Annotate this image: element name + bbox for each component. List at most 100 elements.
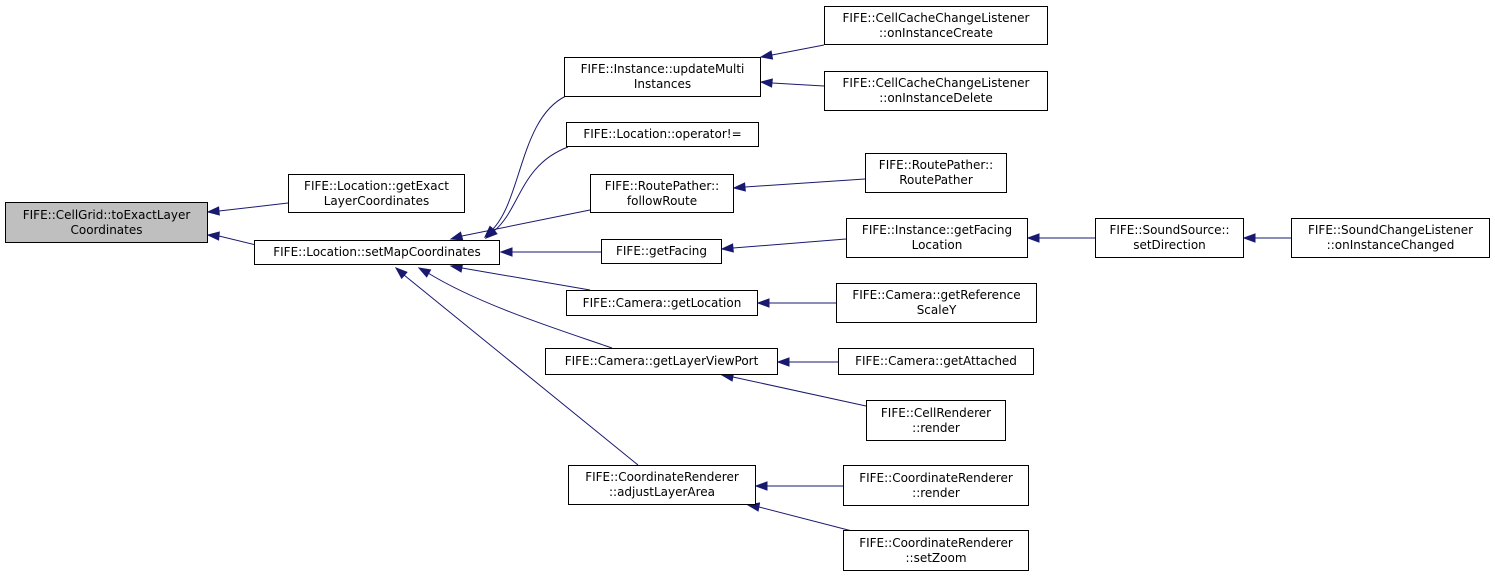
edge-setmap-to-root: [206, 231, 257, 246]
edge-follow-to-setmap: [449, 209, 591, 241]
node-label-line: FIFE::CoordinateRenderer: [585, 470, 739, 484]
node-label-line: ::onInstanceChanged: [1326, 238, 1455, 252]
node-label-line: ::onInstanceDelete: [879, 91, 993, 105]
node-camera-getlayerviewport[interactable]: FIFE::Camera::getLayerViewPort: [545, 348, 778, 375]
node-label-line: Location: [911, 238, 963, 252]
node-label-line: Coordinates: [70, 222, 143, 237]
node-cellcachechangelistener-oninstancecreate[interactable]: FIFE::CellCacheChangeListener ::onInstan…: [824, 6, 1048, 45]
edge-rpctor-to-follow: [732, 178, 866, 192]
node-label-line: FIFE::Location::operator!=: [583, 127, 742, 141]
node-label-line: followRoute: [626, 193, 698, 208]
node-label-line: Instances: [633, 77, 692, 91]
node-instance-getfacinglocation[interactable]: FIFE::Instance::getFacing Location: [846, 218, 1028, 258]
node-coordinaterenderer-adjustlayerarea[interactable]: FIFE::CoordinateRenderer ::adjustLayerAr…: [568, 465, 756, 505]
node-label-line: FIFE::Camera::getLayerViewPort: [564, 354, 759, 368]
edge-opne-to-setmap: [484, 146, 569, 239]
node-label-line: FIFE::Location::setMapCoordinates: [273, 245, 481, 259]
node-label-line: RoutePather: [899, 173, 973, 187]
edge-ccccreate-to-updmulti-line: [771, 44, 825, 56]
node-routepather-followroute[interactable]: FIFE::RoutePather:: followRoute: [590, 174, 734, 213]
edge-ccccreate-to-updmulti-arrowhead: [759, 50, 774, 60]
node-label-line: FIFE::RoutePather::: [604, 178, 720, 193]
node-label-line: FIFE::SoundChangeListener: [1307, 223, 1474, 237]
node-camera-getreferencescaley[interactable]: FIFE::Camera::getReference ScaleY: [836, 283, 1037, 323]
node-label-line: FIFE::Instance::getFacing: [861, 223, 1013, 237]
edge-opne-to-setmap-arrowhead: [484, 226, 498, 239]
edge-getexact-to-root: [206, 202, 289, 216]
node-getfacing[interactable]: FIFE::getFacing: [601, 239, 722, 264]
node-label-line: FIFE::Camera::getReference: [852, 288, 1021, 302]
node-label-line: ::setZoom: [905, 550, 967, 565]
edge-camlvp-to-setmap-line: [427, 272, 613, 349]
edge-getfacing-to-setmap-arrowhead: [499, 247, 513, 257]
edge-updmulti-to-setmap: [483, 95, 567, 239]
node-label-line: FIFE::CellCacheChangeListener: [842, 76, 1030, 90]
node-label-line: FIFE::CoordinateRenderer: [859, 535, 1013, 550]
edge-updmulti-to-setmap-line: [491, 95, 567, 231]
edge-opne-to-setmap-line: [493, 146, 569, 232]
node-cellcachechangelistener-oninstancedelete[interactable]: FIFE::CellCacheChangeListener ::onInstan…: [824, 71, 1048, 111]
node-label-line: FIFE::RoutePather::: [878, 158, 994, 172]
node-label-line: LayerCoordinates: [323, 193, 430, 208]
node-camera-getlocation[interactable]: FIFE::Camera::getLocation: [566, 290, 758, 316]
edge-ccccreate-to-updmulti: [759, 44, 825, 60]
edge-sounddir-to-instfacing: [1026, 233, 1095, 243]
edge-cccdelete-to-updmulti: [759, 78, 825, 88]
node-label-line: ::adjustLayerArea: [608, 485, 716, 499]
node-instance-updatemultiinstances[interactable]: FIFE::Instance::updateMulti Instances: [564, 57, 761, 97]
node-label-line: FIFE::Camera::getAttached: [855, 354, 1017, 368]
edge-rpctor-to-follow-arrowhead: [732, 182, 746, 192]
node-location-setmapcoordinates[interactable]: FIFE::Location::setMapCoordinates: [254, 240, 500, 265]
edge-instfacing-to-getfacing-arrowhead: [720, 243, 734, 253]
node-label-line: FIFE::CellCacheChangeListener: [842, 10, 1030, 25]
node-label-line: ::render: [912, 420, 960, 435]
node-location-operator-not-equal[interactable]: FIFE::Location::operator!=: [566, 122, 759, 147]
node-coordinaterenderer-setzoom[interactable]: FIFE::CoordinateRenderer ::setZoom: [843, 530, 1029, 571]
edge-getexact-to-root-arrowhead: [206, 206, 220, 216]
node-soundsource-setdirection[interactable]: FIFE::SoundSource:: setDirection: [1095, 218, 1244, 258]
node-label-line: FIFE::CoordinateRenderer: [859, 470, 1013, 485]
node-camera-getattached[interactable]: FIFE::Camera::getAttached: [838, 348, 1034, 375]
node-label-line: ScaleY: [916, 303, 957, 317]
node-label-line: FIFE::Camera::getLocation: [582, 295, 742, 310]
edge-cellrender-to-camlvp-line: [732, 376, 867, 407]
edge-attached-to-camlvp-arrowhead: [776, 357, 790, 367]
edge-getfacing-to-setmap: [499, 247, 601, 257]
edge-instfacing-to-getfacing-line: [732, 238, 847, 249]
node-label-line: FIFE::Location::getExact: [304, 178, 449, 193]
edge-sounddir-to-instfacing-arrowhead: [1026, 233, 1040, 243]
edge-coordadj-to-setmap-arrowhead: [394, 267, 408, 280]
edge-getexact-to-root-line: [218, 202, 289, 212]
edge-setmap-to-root-line: [218, 235, 257, 246]
node-label-line: ::onInstanceCreate: [879, 25, 993, 40]
edge-soundchg-to-sounddir-arrowhead: [1242, 233, 1256, 243]
edge-coordadj-to-setmap-line: [403, 274, 639, 466]
node-label-line: setDirection: [1133, 238, 1206, 252]
node-routepather-routepather[interactable]: FIFE::RoutePather:: RoutePather: [865, 153, 1007, 193]
edge-camlvp-to-setmap-arrowhead: [417, 267, 432, 278]
edge-instfacing-to-getfacing: [720, 238, 847, 253]
node-label-line: ::render: [912, 485, 960, 500]
edge-setmap-to-root-arrowhead: [206, 231, 220, 241]
edge-cccdelete-to-updmulti-line: [771, 82, 825, 87]
edge-cccdelete-to-updmulti-arrowhead: [759, 78, 773, 88]
edge-camlvp-to-setmap: [417, 267, 613, 349]
edge-camloc-to-setmap-line: [461, 267, 591, 291]
edge-camloc-to-setmap: [449, 263, 591, 291]
edge-follow-to-setmap-arrowhead: [449, 231, 464, 241]
edge-coordrender-to-coordadj-arrowhead: [754, 481, 768, 491]
edge-coordadj-to-setmap: [394, 267, 639, 466]
node-label-line: FIFE::CellGrid::toExactLayer: [22, 207, 191, 222]
node-location-getexactlayercoordinates[interactable]: FIFE::Location::getExact LayerCoordinate…: [288, 174, 465, 213]
node-soundchangelistener-oninstancechanged[interactable]: FIFE::SoundChangeListener ::onInstanceCh…: [1291, 218, 1490, 258]
edge-rpctor-to-follow-line: [744, 178, 866, 188]
node-cellrenderer-render[interactable]: FIFE::CellRenderer ::render: [866, 400, 1006, 441]
edge-camloc-to-setmap-arrowhead: [449, 263, 464, 273]
node-label-line: FIFE::getFacing: [615, 244, 708, 258]
edge-coordrender-to-coordadj: [754, 481, 843, 491]
edge-coordzoom-to-coordadj-line: [758, 506, 853, 532]
node-coordinaterenderer-render[interactable]: FIFE::CoordinateRenderer ::render: [843, 465, 1029, 506]
edge-cellrender-to-camlvp: [720, 372, 867, 407]
edge-refscale-to-camloc-arrowhead: [756, 298, 770, 308]
